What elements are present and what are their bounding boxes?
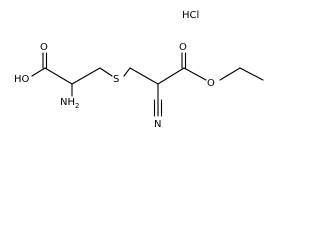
bond-ch2-ch [129, 67, 159, 85]
atom-amine: NH2 [60, 97, 79, 110]
atom-nitrile-n: N [154, 119, 161, 130]
bond-ester-o [183, 67, 207, 81]
molecule-drawing: HCl O HO NH2 S O O N [14, 10, 264, 130]
atom-carboxyl-oh: HO [14, 74, 30, 85]
bond-s-ch2 [123, 67, 131, 77]
atom-carbonyl-o-left: O [40, 42, 48, 53]
atom-ester-o: O [207, 78, 215, 89]
bond-o-ethyl [219, 67, 241, 81]
atom-carbonyl-o-right: O [179, 42, 187, 53]
structure-canvas: HCl O HO NH2 S O O N [14, 10, 264, 130]
bond-alpha-ch2 [71, 67, 101, 85]
bond-carboxyl-oh [31, 67, 46, 77]
bond-ch-ester [157, 67, 185, 85]
amine-label: NH [60, 97, 75, 108]
amine-subscript: 2 [75, 102, 79, 110]
bond-skeleton [31, 52, 264, 117]
bond-ch2-s [99, 67, 113, 77]
bond-acid-alpha [44, 67, 73, 85]
salt-label: HCl [182, 10, 199, 21]
atom-sulfur: S [113, 74, 119, 85]
bond-ethyl-methyl [239, 67, 264, 81]
